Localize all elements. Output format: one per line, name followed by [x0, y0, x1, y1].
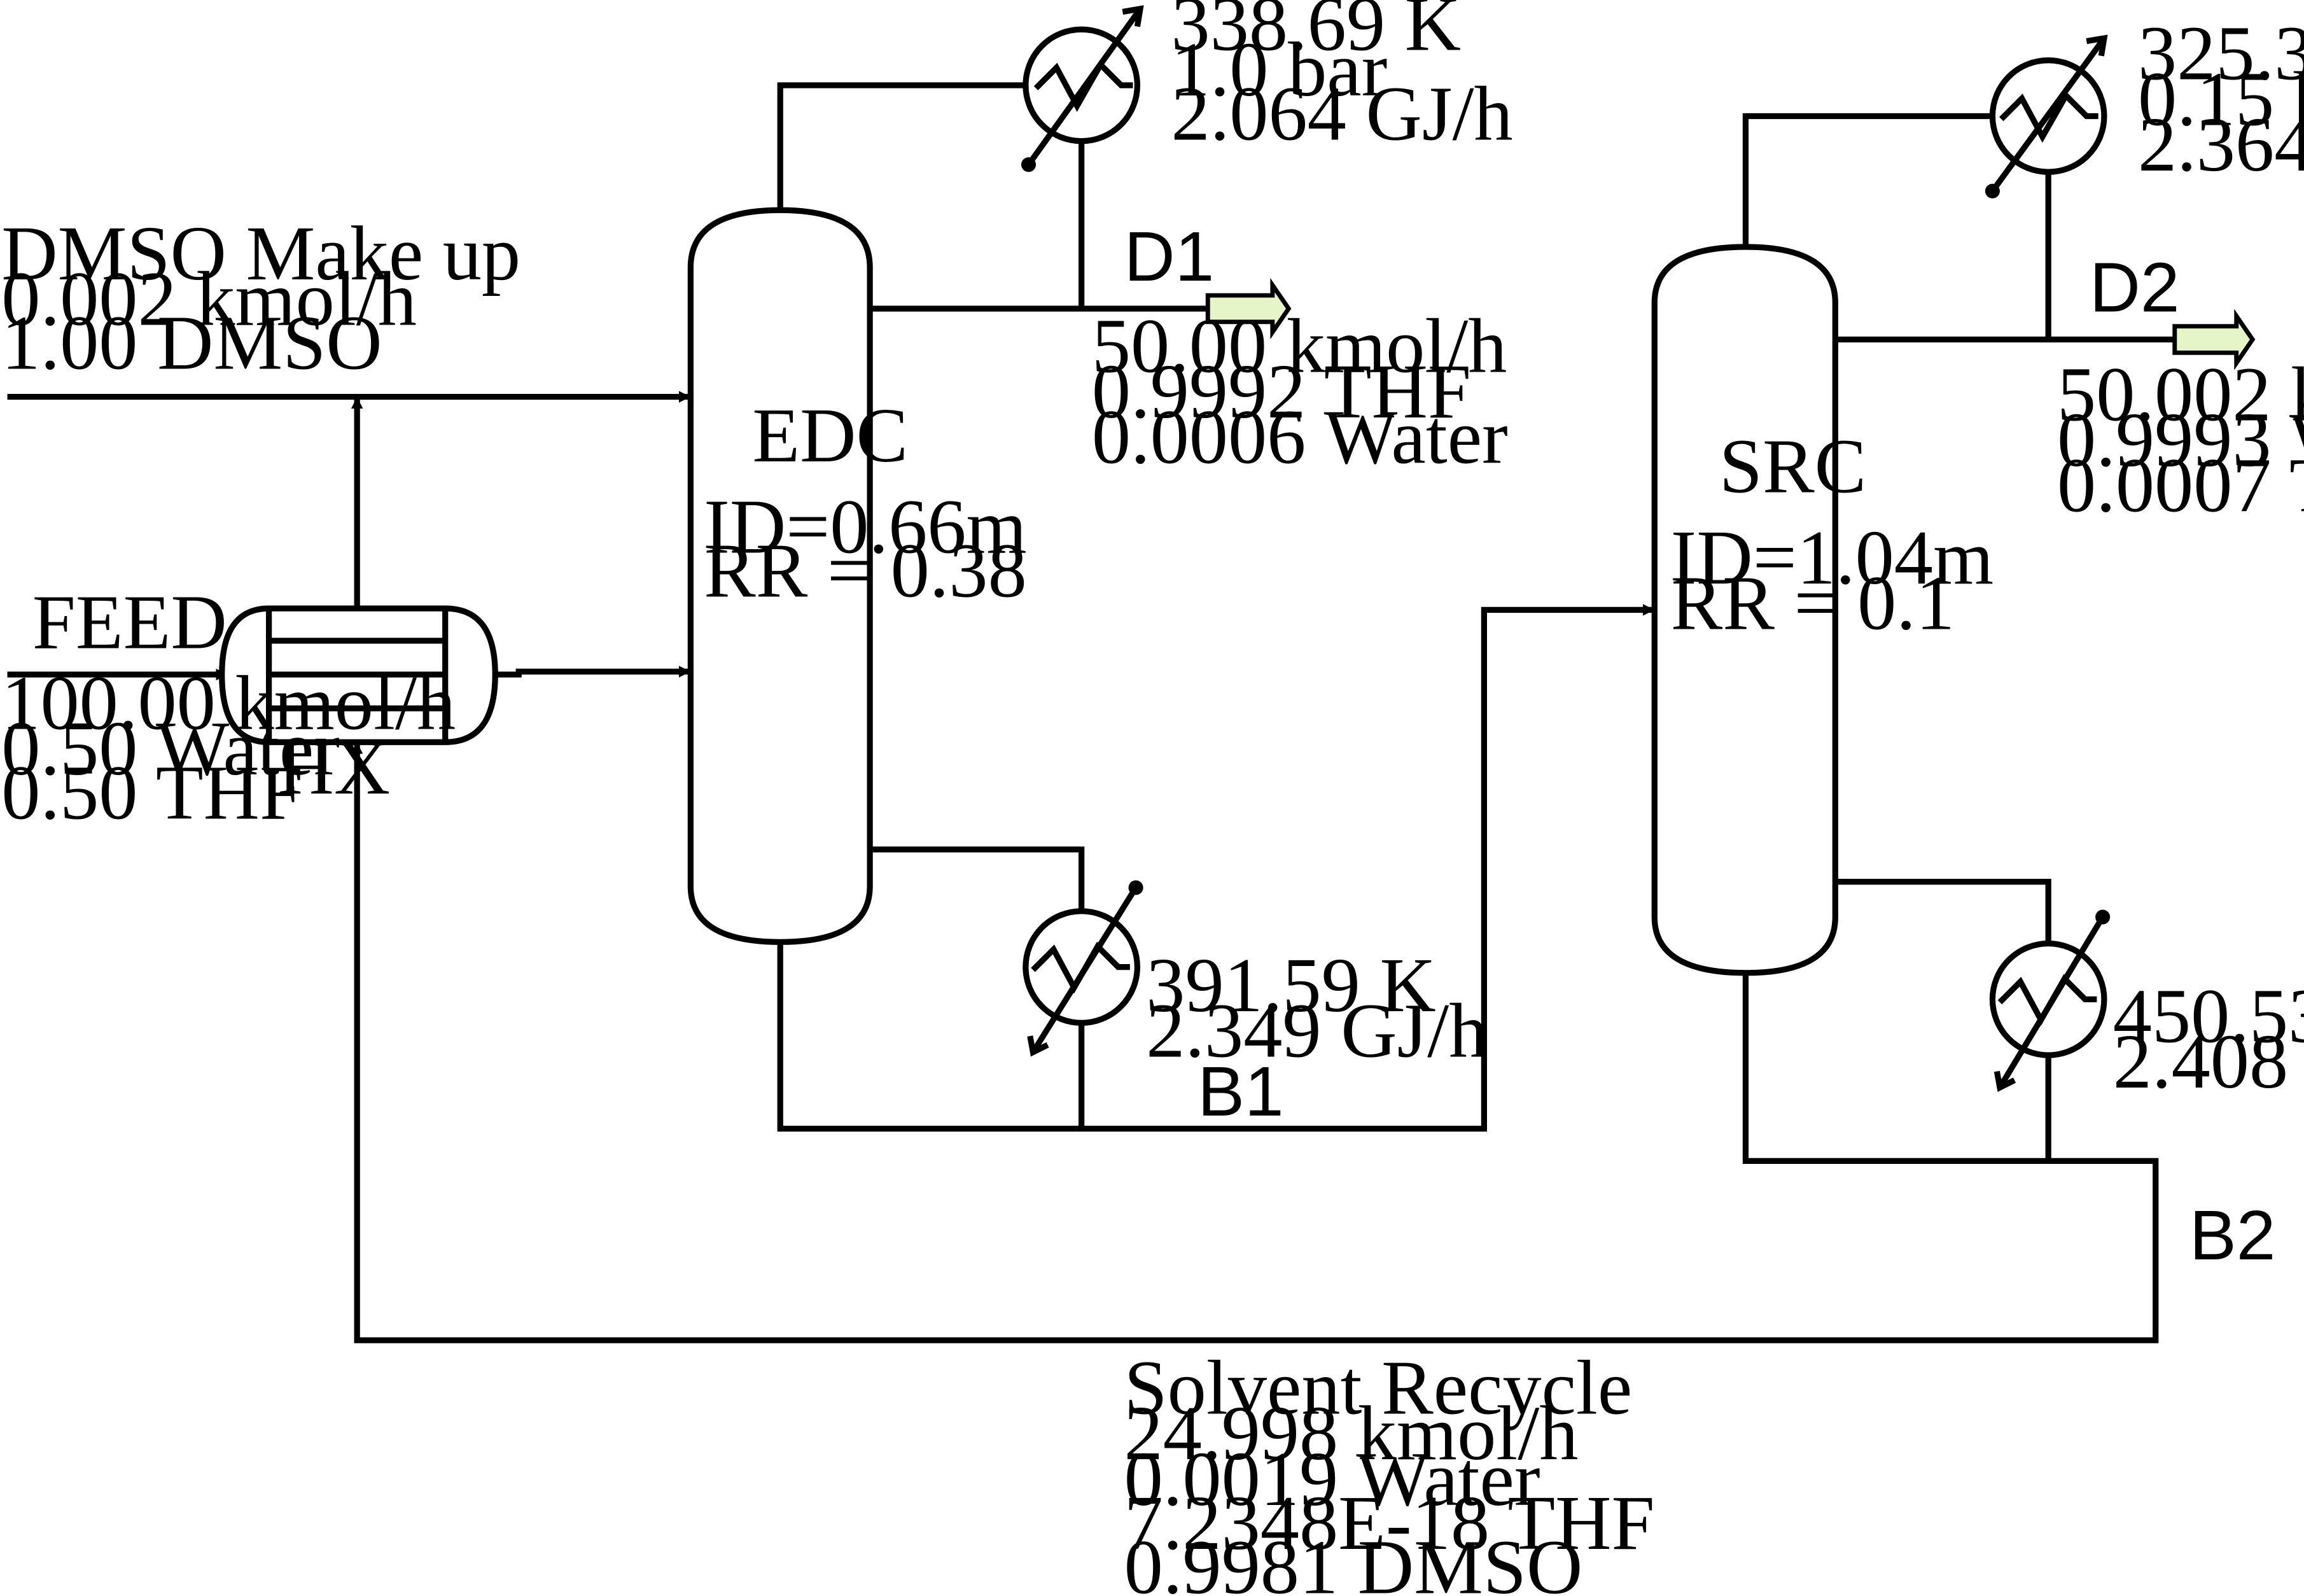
feed-water: 0.50 Water [1, 706, 340, 792]
hx-to-edc-line [492, 666, 691, 678]
d2-flow: 50.002 kmol/h [2057, 352, 2304, 438]
makeup-flow: 0.002 kmol/h [1, 256, 417, 342]
src-diameter: ID=1.04m [1671, 515, 1994, 601]
d1-water: 0.0006 Water [1092, 394, 1508, 480]
edc-diameter: ID=0.66m [704, 484, 1027, 570]
condenser1-duty: 2.064 GJ/h [1171, 71, 1513, 157]
recycle-dmso: 0.9981 DMSO [1124, 1524, 1583, 1596]
edc-reflux-ratio: RR = 0.38 [704, 528, 1027, 614]
d2-water: 0.9993 Water [2057, 397, 2304, 483]
reboiler1-duty: 2.349 GJ/h [1146, 988, 1488, 1074]
b1-label: B1 [1197, 1053, 1284, 1131]
b1-stream-line [777, 604, 1655, 1132]
edc-reboiler-feed-line [870, 846, 1085, 911]
b2-recycle-line [351, 742, 2159, 1343]
condenser2-temp: 325.38 K [2138, 11, 2304, 97]
makeup-composition: 1.00 DMSO [1, 300, 382, 386]
src-label: SRC [1719, 424, 1866, 510]
d2-thf: 0.0007 THF [2057, 443, 2304, 529]
d1-flow: 50.00 kmol/h [1092, 303, 1507, 389]
src-reboiler-feed-line [1835, 879, 2051, 944]
reboiler2-temp: 450.53 K [2113, 973, 2304, 1059]
src-column [1651, 244, 1838, 976]
feed-thf: 0.50 THF [1, 750, 303, 836]
edc-label: EDC [752, 393, 908, 479]
d2-label: D2 [2090, 249, 2180, 327]
recycle-thf: 7.2348E-18 THF [1124, 1480, 1655, 1566]
reboiler1-icon [1023, 880, 1143, 1057]
condenser1-icon [1021, 5, 1144, 172]
d1-label: D1 [1124, 218, 1215, 296]
condenser1-temp: 338.69 K [1171, 0, 1462, 67]
b2-label: B2 [2189, 1196, 2276, 1275]
reboiler2-duty: 2.408 GJ/h [2113, 1019, 2304, 1105]
condenser1-pressure: 1.0 bar [1171, 27, 1388, 113]
makeup-title: DMSO Make up [1, 211, 520, 297]
reboiler2-icon [1989, 909, 2111, 1092]
recycle-title: Solvent Recycle [1124, 1345, 1633, 1431]
feed-flow: 100.00 kmol/h [1, 660, 456, 746]
recycle-flow: 24.998 kmol/h [1124, 1390, 1579, 1476]
recycle-water: 0.0019 Water [1124, 1436, 1540, 1522]
src-reflux-ratio: RR = 0.1 [1671, 560, 1955, 646]
condenser2-duty: 2.364 GJ/h [2138, 102, 2304, 188]
edc-column [687, 207, 873, 945]
hx-label: HX [277, 725, 390, 811]
condenser2-icon [1985, 34, 2108, 199]
feed-title: FEED [32, 579, 227, 665]
d2-outlet-arrow-icon [2172, 309, 2256, 370]
condenser2-pressure: 0.15 bar [2138, 56, 2304, 142]
d1-outlet-arrow-icon [1205, 277, 1292, 340]
heat-exchanger-hx [219, 605, 498, 745]
src-overhead-line [1742, 113, 1992, 248]
edc-overhead-line [777, 82, 1024, 211]
d1-thf: 0.9992 THF [1092, 349, 1471, 435]
reboiler1-temp: 391.59 K [1146, 942, 1436, 1028]
